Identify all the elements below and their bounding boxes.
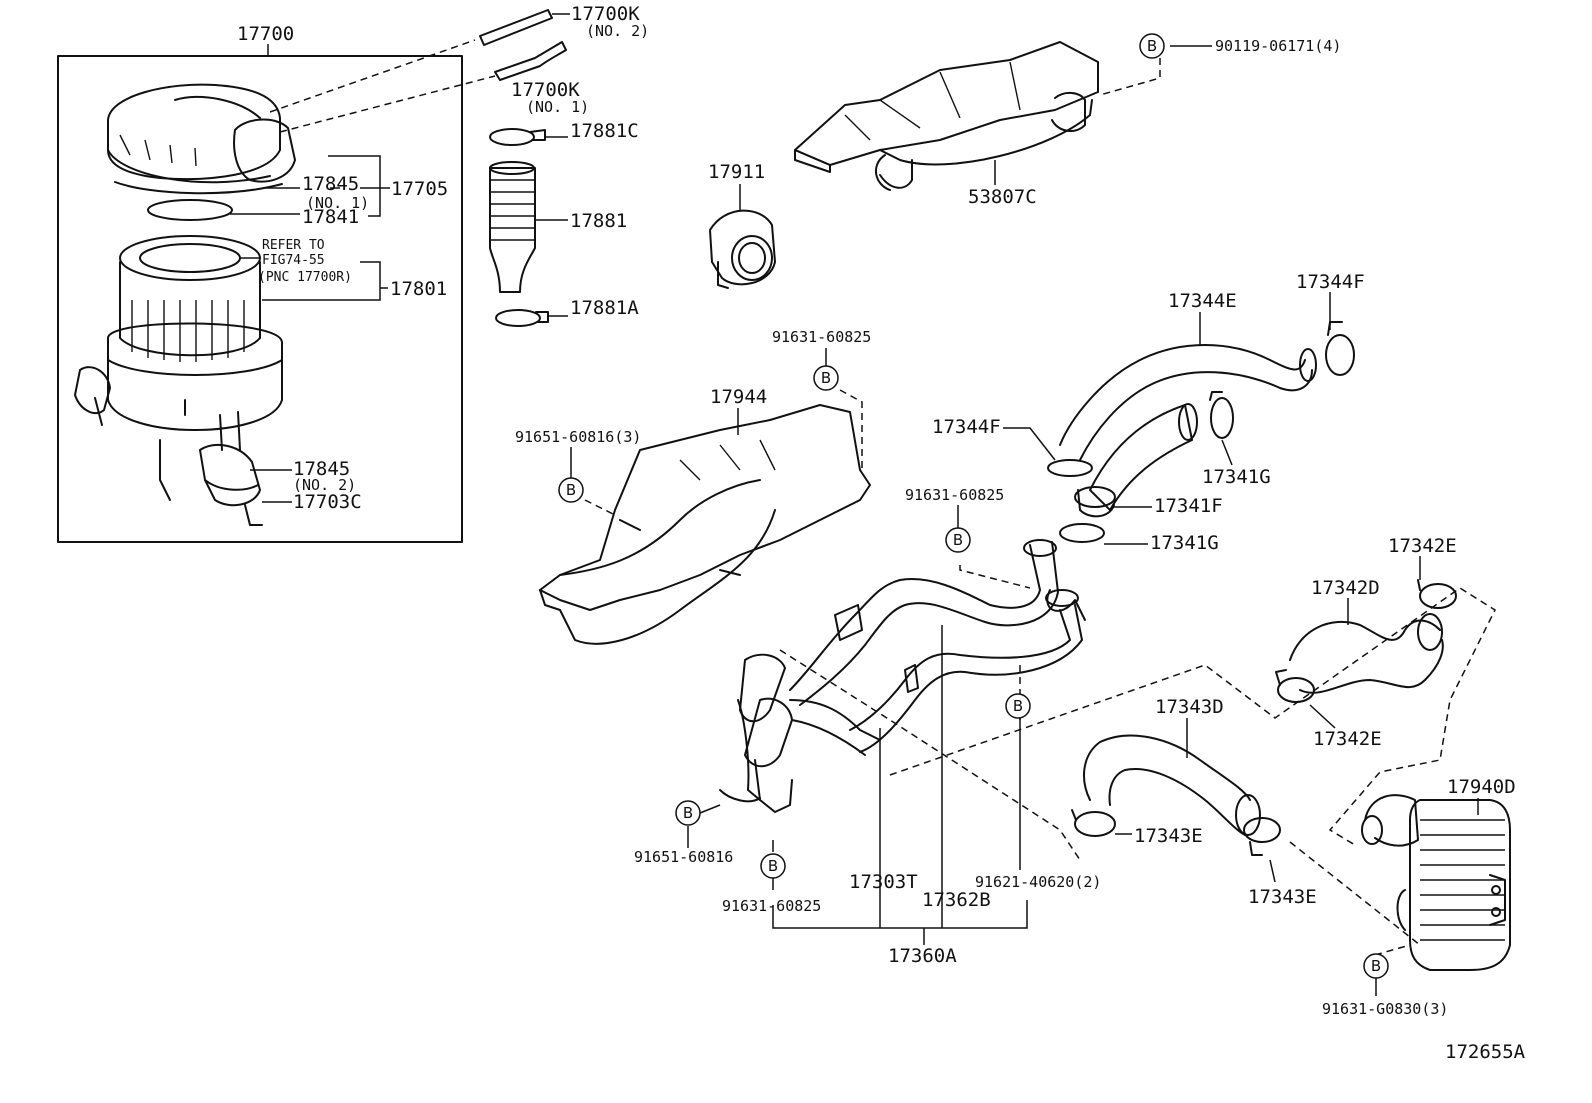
- insulator-17944: [539, 404, 871, 645]
- pipe-17360A: [719, 539, 1086, 813]
- label-91631-G0830: 91631-G0830(3): [1322, 1000, 1448, 1018]
- bolt-marker-4: B: [945, 527, 971, 553]
- label-90119-06171: 90119-06171(4): [1215, 37, 1341, 55]
- bolt-marker-8: B: [1363, 953, 1389, 979]
- label-17343E-right: 17343E: [1248, 886, 1317, 908]
- bolt-marker-label: B: [1147, 37, 1157, 55]
- label-53807C: 53807C: [968, 186, 1037, 208]
- label-17700K-no2-sub: (NO. 2): [586, 22, 649, 40]
- label-17341G-top: 17341G: [1202, 466, 1271, 488]
- elbow-17911: [709, 209, 776, 289]
- label-17343D: 17343D: [1155, 696, 1224, 718]
- intercooler-17940D: [1361, 794, 1511, 971]
- bolt-marker-1: B: [1139, 33, 1165, 59]
- bolt-marker-6: B: [675, 800, 701, 826]
- label-17342E-bottom: 17342E: [1313, 728, 1382, 750]
- label-17700: 17700: [237, 23, 294, 45]
- air-cleaner-body: [74, 199, 283, 526]
- bolt-marker-5: B: [1005, 693, 1031, 719]
- duct-17881: [489, 128, 549, 327]
- bolt-marker-label: B: [821, 369, 831, 387]
- label-17801: 17801: [390, 278, 447, 300]
- refer-note-line3: (PNC 17700R): [258, 270, 352, 285]
- refer-note-line1: REFER TO: [262, 238, 325, 253]
- label-91631-60825-bottom: 91631-60825: [722, 897, 821, 915]
- label-17703C: 17703C: [293, 491, 362, 513]
- label-17342E-top: 17342E: [1388, 535, 1457, 557]
- label-91651-60816: 91651-60816: [634, 848, 733, 866]
- label-17940D: 17940D: [1447, 776, 1516, 798]
- hose-17344E: [1047, 321, 1355, 543]
- label-17845-no2: 17845: [293, 458, 350, 480]
- label-17881: 17881: [570, 210, 627, 232]
- bolt-marker-label: B: [683, 804, 693, 822]
- label-17700K-no1-sub: (NO. 1): [526, 98, 589, 116]
- bolt-marker-label: B: [1013, 697, 1023, 715]
- label-91631-60825-mid: 91631-60825: [905, 486, 1004, 504]
- label-17343E-left: 17343E: [1134, 825, 1203, 847]
- label-17341G-bottom: 17341G: [1150, 532, 1219, 554]
- hose-17700K: [479, 9, 567, 81]
- label-17845-no2-sub: (NO. 2): [293, 476, 356, 494]
- label-17700K-no2: 17700K: [571, 3, 640, 25]
- label-17705: 17705: [391, 178, 448, 200]
- label-17881A: 17881A: [570, 297, 639, 319]
- label-17845-no1-sub: (NO. 1): [306, 194, 369, 212]
- bolt-marker-label: B: [768, 857, 778, 875]
- hose-17342D: [1275, 579, 1457, 703]
- part-labels: 17700 17700K (NO. 2) 17700K (NO. 1) 1788…: [237, 3, 1526, 1063]
- air-cleaner-cap: [107, 83, 296, 195]
- label-17344F-top: 17344F: [1296, 271, 1365, 293]
- bolt-marker-label: B: [1371, 957, 1381, 975]
- label-91621-40620: 91621-40620(2): [975, 873, 1101, 891]
- bolt-marker-label: B: [566, 481, 576, 499]
- bolt-marker-2: B: [813, 365, 839, 391]
- label-17360A: 17360A: [888, 945, 957, 967]
- label-17845-no1: 17845: [302, 173, 359, 195]
- label-17303T: 17303T: [849, 871, 918, 893]
- label-17344E: 17344E: [1168, 290, 1237, 312]
- label-17841: 17841: [302, 206, 359, 228]
- label-17362B: 17362B: [922, 889, 991, 911]
- label-17342D: 17342D: [1311, 577, 1380, 599]
- bolt-marker-3: B: [558, 477, 584, 503]
- refer-note-line2: FIG74-55: [262, 253, 325, 268]
- phantom-lines: [269, 39, 1496, 956]
- label-17700K-no1: 17700K: [511, 79, 580, 101]
- label-17344F-left: 17344F: [932, 416, 1001, 438]
- label-91651-60816-3: 91651-60816(3): [515, 428, 641, 446]
- label-17341F: 17341F: [1154, 495, 1223, 517]
- hose-17343D: [1071, 734, 1281, 856]
- figure-id: 172655A: [1445, 1041, 1526, 1063]
- label-17881C: 17881C: [570, 120, 639, 142]
- air-cleaner-assembly-box: [57, 55, 463, 543]
- bolt-marker-label: B: [953, 531, 963, 549]
- label-17944: 17944: [710, 386, 767, 408]
- bolt-marker-7: B: [760, 853, 786, 879]
- label-17911: 17911: [708, 161, 765, 183]
- leader-lines: [230, 13, 1479, 996]
- intake-duct-53807C: [794, 41, 1099, 191]
- label-91631-60825-top: 91631-60825: [772, 328, 871, 346]
